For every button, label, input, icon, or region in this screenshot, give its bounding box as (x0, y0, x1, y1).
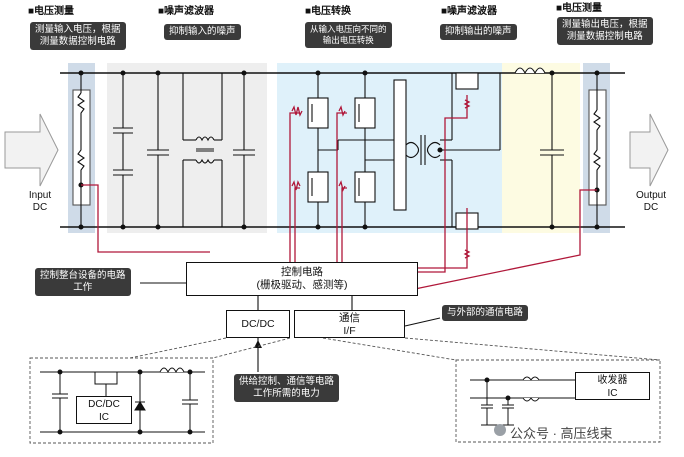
output-dc-label: Output DC (635, 190, 667, 213)
dcdc-ic-block: DC/DC IC (76, 396, 132, 424)
transceiver-ic-block: 收发器 IC (575, 372, 650, 400)
callout-input-measure: 测量输入电压，根据 测量数据控制电路 (30, 22, 126, 50)
comm-if-block: 通信 I/F (294, 310, 405, 338)
callout-power-supply: 供给控制、通信等电路 工作所需的电力 (234, 374, 340, 402)
callout-output-filter: 抑制输出的噪声 (440, 24, 517, 40)
wechat-logo-icon (494, 424, 506, 436)
callout-input-filter: 抑制输入的噪声 (164, 24, 241, 40)
input-dc-label: Input DC (28, 190, 52, 213)
callout-device-control: 控制整台设备的电路 工作 (35, 268, 131, 296)
header-input-noise-filter: ■噪声滤波器 (158, 6, 215, 17)
input-arrow (4, 113, 59, 187)
header-output-noise-filter: ■噪声滤波器 (441, 6, 498, 17)
header-output-voltage-measure: ■电压测量 (556, 3, 603, 14)
output-filter-band (502, 63, 580, 233)
header-input-voltage-measure: ■电压测量 (28, 6, 75, 17)
dcdc-block: DC/DC (226, 310, 290, 338)
conversion-band (277, 63, 502, 233)
header-voltage-conversion: ■电压转换 (305, 6, 352, 17)
callout-conversion: 从输入电压向不同的 输出电压转换 (305, 22, 392, 48)
output-arrow (629, 113, 669, 187)
control-circuit-block: 控制电路 (栅极驱动、感测等) (186, 262, 418, 296)
watermark: 公众号 · 高压线束 (510, 426, 613, 441)
input-filter-band (107, 63, 267, 233)
callout-output-measure: 测量输出电压，根据 测量数据控制电路 (557, 17, 653, 45)
callout-external-comm: 与外部的通信电路 (442, 305, 529, 321)
